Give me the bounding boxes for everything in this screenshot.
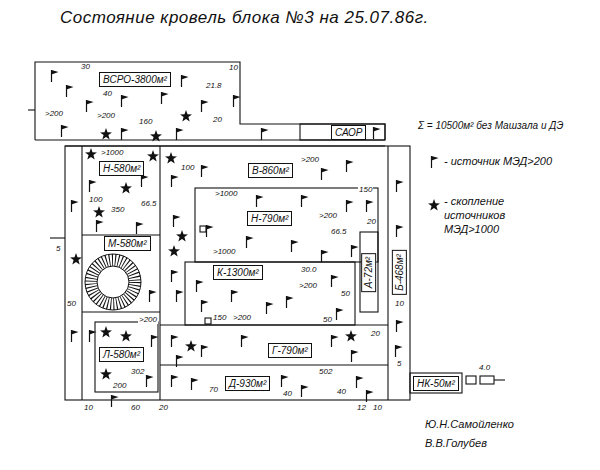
- dose-value: 20: [366, 218, 377, 226]
- signature: В.В.Голубев: [425, 437, 487, 449]
- dose-value: >200: [44, 110, 64, 118]
- dose-value: 66.5: [140, 200, 158, 208]
- legend-star-icon: [428, 199, 440, 211]
- dose-value: 50: [340, 290, 351, 298]
- dose-value: 70: [208, 386, 219, 394]
- dose-value: 4.0: [478, 364, 491, 372]
- area-name: В-860м²: [252, 165, 289, 176]
- dose-value: >200: [232, 314, 252, 322]
- roof-area-label: М-580м²: [104, 236, 151, 251]
- dose-value: 66.5: [330, 228, 348, 236]
- dose-value: 350: [110, 206, 125, 214]
- dose-value: 20: [370, 330, 381, 338]
- dose-value: 30: [80, 63, 91, 71]
- dose-value: 150: [212, 314, 227, 322]
- roof-area-label: Л-580м²: [99, 347, 144, 362]
- dose-value: 10: [372, 404, 383, 412]
- dose-value: 20: [212, 116, 223, 124]
- area-name: ВСРО-3800м²: [103, 74, 167, 85]
- dose-value: 21.8: [205, 82, 223, 90]
- area-name: К-1300м²: [217, 267, 259, 278]
- dose-value: >200: [298, 282, 318, 290]
- dose-value: 10: [228, 64, 239, 72]
- area-name: А-72м²: [363, 257, 374, 288]
- roof-area-label: САОР: [331, 125, 366, 140]
- roof-area-label: НК-50м²: [413, 376, 459, 391]
- dose-value: 20: [158, 404, 169, 412]
- roof-area-label: Г-790м²: [268, 343, 312, 358]
- dose-value: 30.0: [300, 266, 318, 274]
- dose-value: 160: [138, 118, 153, 126]
- dose-value: 10: [83, 404, 94, 412]
- area-name: САОР: [335, 127, 362, 138]
- source-cluster-stars: [70, 110, 357, 380]
- dose-value: 40: [336, 388, 347, 396]
- roof-area-label: В-860м²: [248, 163, 293, 178]
- dose-value: 5: [55, 245, 61, 253]
- roof-area-label: К-1300м²: [213, 265, 263, 280]
- dose-value: >200: [318, 212, 338, 220]
- dose-value: 100: [88, 196, 103, 204]
- area-name: Л-580м²: [103, 349, 140, 360]
- area-name: Г-790м²: [272, 345, 308, 356]
- dose-value: 60: [130, 404, 141, 412]
- dose-value: >200: [300, 156, 320, 164]
- area-name: НК-50м²: [417, 378, 455, 389]
- dose-value: 302: [130, 368, 145, 376]
- roof-area-label: Д-930м²: [225, 376, 270, 391]
- dose-value: 10: [394, 300, 405, 308]
- area-name: Б-468м²: [394, 254, 405, 291]
- diagram-title: Состояние кровель блока №3 на 25.07.86г.: [60, 8, 429, 28]
- dose-value: 200: [112, 382, 127, 390]
- source-flags: [52, 70, 404, 407]
- dose-value: 40: [102, 90, 113, 98]
- dose-value: >200: [138, 316, 158, 324]
- area-name: Н-790м²: [251, 213, 288, 224]
- roof-area-label: ВСРО-3800м²: [99, 72, 171, 87]
- roof-area-label: Н-580м²: [99, 161, 144, 176]
- dose-value: 12: [356, 404, 367, 412]
- area-name: Н-580м²: [103, 163, 140, 174]
- total-area-note: Σ = 10500м² без Машзала и ДЭ: [418, 120, 563, 131]
- roof-area-label: Б-468м²: [392, 250, 407, 295]
- dose-value: 150: [358, 186, 373, 194]
- roof-area-label: А-72м²: [361, 253, 376, 292]
- legend-flag-icon: [430, 156, 440, 168]
- dose-value: 100: [180, 164, 195, 172]
- dose-value: 50: [66, 300, 77, 308]
- dose-value: >200: [96, 112, 116, 120]
- dose-value: 502: [318, 368, 333, 376]
- dose-value: >1000: [212, 248, 236, 256]
- roof-outlines: [28, 62, 505, 400]
- roof-area-label: Н-790м²: [247, 211, 292, 226]
- legend-text: - источник МЭД>200: [444, 155, 584, 169]
- dose-value: 40: [282, 390, 293, 398]
- area-name: Д-930м²: [229, 378, 266, 389]
- signature: Ю.Н.Самойленко: [425, 418, 514, 430]
- dose-value: 50: [322, 316, 333, 324]
- dose-value: >1000: [214, 190, 238, 198]
- area-name: М-580м²: [108, 238, 147, 249]
- reactor-hall-circle: [85, 254, 141, 310]
- dose-value: 5: [396, 360, 402, 368]
- dose-value: >1000: [100, 149, 124, 157]
- legend-text: - скопление источников МЭД>1000: [444, 195, 562, 236]
